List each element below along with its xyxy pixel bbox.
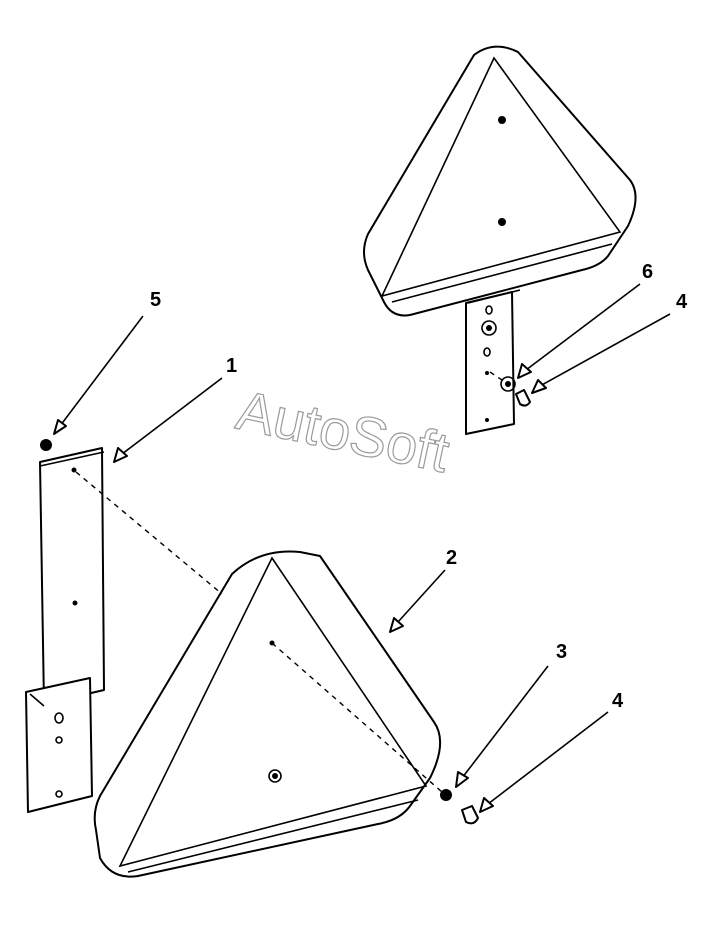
assembly-axis-sign-to-nut xyxy=(271,642,443,793)
leader-6-arrowhead xyxy=(517,363,532,379)
assembled-sign-hole xyxy=(498,218,506,226)
leader-lines xyxy=(53,283,671,813)
bracket-lower-hole xyxy=(55,736,63,744)
leader-4-upper xyxy=(539,313,671,387)
callout-3: 3 xyxy=(556,641,567,663)
watermark: AutoSoft xyxy=(231,377,456,485)
bracket-lower-hole xyxy=(55,790,63,798)
bolt-part-4-lower xyxy=(461,805,479,825)
leader-5-arrowhead xyxy=(53,419,67,435)
assembled-triangle-sign xyxy=(363,45,637,317)
assembled-sign-hole xyxy=(498,116,506,124)
assembled-bracket-hole xyxy=(485,371,489,375)
triangle-sign-part-2 xyxy=(93,550,441,878)
leader-1 xyxy=(121,377,223,455)
assembled-sign-bottom-bevel xyxy=(391,243,613,303)
assembled-axis xyxy=(489,371,509,385)
callout-4-upper: 4 xyxy=(676,291,688,313)
assembled-bracket-hole xyxy=(485,418,489,422)
bracket-part-1-hole xyxy=(72,600,78,606)
leader-2-arrowhead xyxy=(389,617,404,633)
nut-part-5 xyxy=(40,439,52,451)
washer-part-6 xyxy=(500,376,516,392)
leader-3 xyxy=(461,665,549,779)
leader-2 xyxy=(397,569,446,623)
callout-labels: 5 1 2 3 4 6 4 xyxy=(150,261,688,712)
assembled-bracket-hole xyxy=(485,305,493,315)
callout-2: 2 xyxy=(446,547,457,569)
callout-4-lower: 4 xyxy=(612,690,624,712)
sign-hole-center xyxy=(272,773,278,779)
callout-6: 6 xyxy=(642,261,653,283)
bracket-lower-plate xyxy=(25,677,93,813)
sign-inner-bevel xyxy=(118,556,428,868)
bolt-part-4-upper xyxy=(515,389,531,407)
sign-hole xyxy=(268,769,282,783)
assembled-sign-view xyxy=(363,45,637,435)
bracket-part-1-hole xyxy=(71,467,77,473)
bracket-part-1 xyxy=(39,447,105,705)
bracket-lower-fold xyxy=(29,693,45,707)
watermark-text: AutoSoft xyxy=(232,378,456,484)
leader-4-lower xyxy=(487,711,609,805)
leader-6 xyxy=(525,283,641,371)
assembled-bracket-washer xyxy=(481,320,497,336)
nut-part-3 xyxy=(440,789,452,801)
exploded-sign-view xyxy=(25,439,479,878)
callout-1: 1 xyxy=(226,355,237,377)
assembled-sign-inner-bevel xyxy=(380,56,622,298)
leader-5 xyxy=(59,315,144,427)
assembled-bracket-hole xyxy=(486,325,492,331)
assembled-bracket-fold xyxy=(467,289,521,304)
leader-4-upper-arrowhead xyxy=(531,379,547,394)
assembled-bracket-hole xyxy=(483,347,491,357)
sign-bottom-bevel xyxy=(127,799,419,873)
bracket-lower-hole xyxy=(54,712,64,724)
leader-3-arrowhead xyxy=(455,771,469,788)
assembly-axis-bracket-to-sign xyxy=(75,471,223,595)
leader-4-lower-arrowhead xyxy=(479,797,494,813)
bracket-part-1-fold xyxy=(39,451,105,467)
callout-5: 5 xyxy=(150,289,161,311)
leader-1-arrowhead xyxy=(113,447,128,463)
